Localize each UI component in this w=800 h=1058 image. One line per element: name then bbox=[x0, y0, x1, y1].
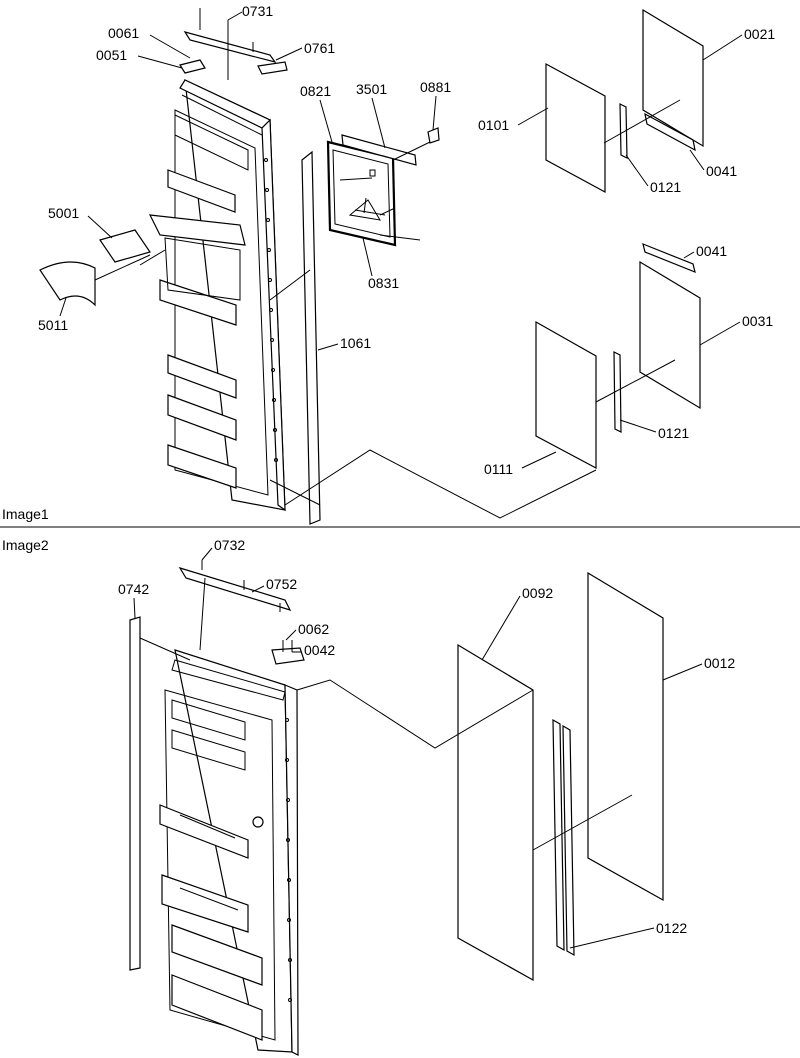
callout-0041b: 0041 bbox=[696, 243, 727, 259]
dispenser-chute-5011 bbox=[39, 261, 96, 307]
callout-0101: 0101 bbox=[478, 117, 509, 133]
callout-0831: 0831 bbox=[368, 275, 399, 291]
image1-door-assembly bbox=[39, 8, 288, 512]
trim-3501 bbox=[341, 134, 417, 166]
trim-0122b bbox=[562, 724, 575, 957]
callout-0761: 0761 bbox=[304, 40, 335, 56]
top-cap-0731 bbox=[183, 31, 277, 63]
callout-0122: 0122 bbox=[656, 920, 687, 936]
callout-0092: 0092 bbox=[522, 585, 553, 601]
callout-0061: 0061 bbox=[108, 25, 139, 41]
clip-0881 bbox=[427, 127, 440, 144]
callout-0012: 0012 bbox=[704, 655, 735, 671]
callout-0121b: 0121 bbox=[658, 425, 689, 441]
hinge-0051 bbox=[179, 59, 206, 74]
panel-0012 bbox=[587, 571, 664, 902]
callout-3501: 3501 bbox=[356, 81, 387, 97]
callouts: 0731 0061 0051 0761 0821 3501 0881 0831 … bbox=[38, 3, 775, 949]
image2-door-assembly bbox=[159, 560, 305, 1056]
panel-0031 bbox=[639, 260, 701, 410]
panel-0111 bbox=[535, 320, 597, 469]
hinge-0761 bbox=[257, 61, 288, 75]
shelf-0821 bbox=[326, 140, 397, 247]
callout-0742: 0742 bbox=[118, 581, 149, 597]
callout-5001: 5001 bbox=[48, 205, 79, 221]
trim-0121b bbox=[613, 351, 622, 433]
callout-1061: 1061 bbox=[340, 335, 371, 351]
door-bins bbox=[148, 114, 249, 489]
section-label-image2: Image2 bbox=[2, 537, 49, 553]
callout-0731: 0731 bbox=[242, 3, 273, 19]
callout-5011: 5011 bbox=[38, 317, 68, 333]
callout-0752: 0752 bbox=[266, 576, 297, 592]
callout-0042: 0042 bbox=[304, 642, 335, 658]
callout-0051: 0051 bbox=[96, 47, 127, 63]
trim-0121a bbox=[619, 103, 628, 159]
callout-0062: 0062 bbox=[298, 621, 329, 637]
section-label-image1: Image1 bbox=[2, 506, 49, 522]
callout-0021: 0021 bbox=[744, 26, 775, 42]
clip-0041a bbox=[644, 112, 696, 152]
gasket-0742 bbox=[129, 616, 141, 971]
clip-0041b bbox=[642, 243, 696, 273]
panel-0092 bbox=[457, 643, 534, 982]
gasket-1061 bbox=[301, 150, 321, 525]
callout-0732: 0732 bbox=[214, 537, 245, 553]
callout-0041a: 0041 bbox=[706, 163, 737, 179]
callout-0121a: 0121 bbox=[650, 179, 681, 195]
trim-0122a bbox=[552, 718, 565, 952]
callout-0111: 0111 bbox=[484, 461, 513, 477]
callout-0821: 0821 bbox=[300, 83, 331, 99]
dispenser-cover-5001 bbox=[99, 229, 151, 263]
callout-0031: 0031 bbox=[742, 313, 773, 329]
callout-0881: 0881 bbox=[420, 79, 451, 95]
panel-0101 bbox=[545, 62, 606, 194]
